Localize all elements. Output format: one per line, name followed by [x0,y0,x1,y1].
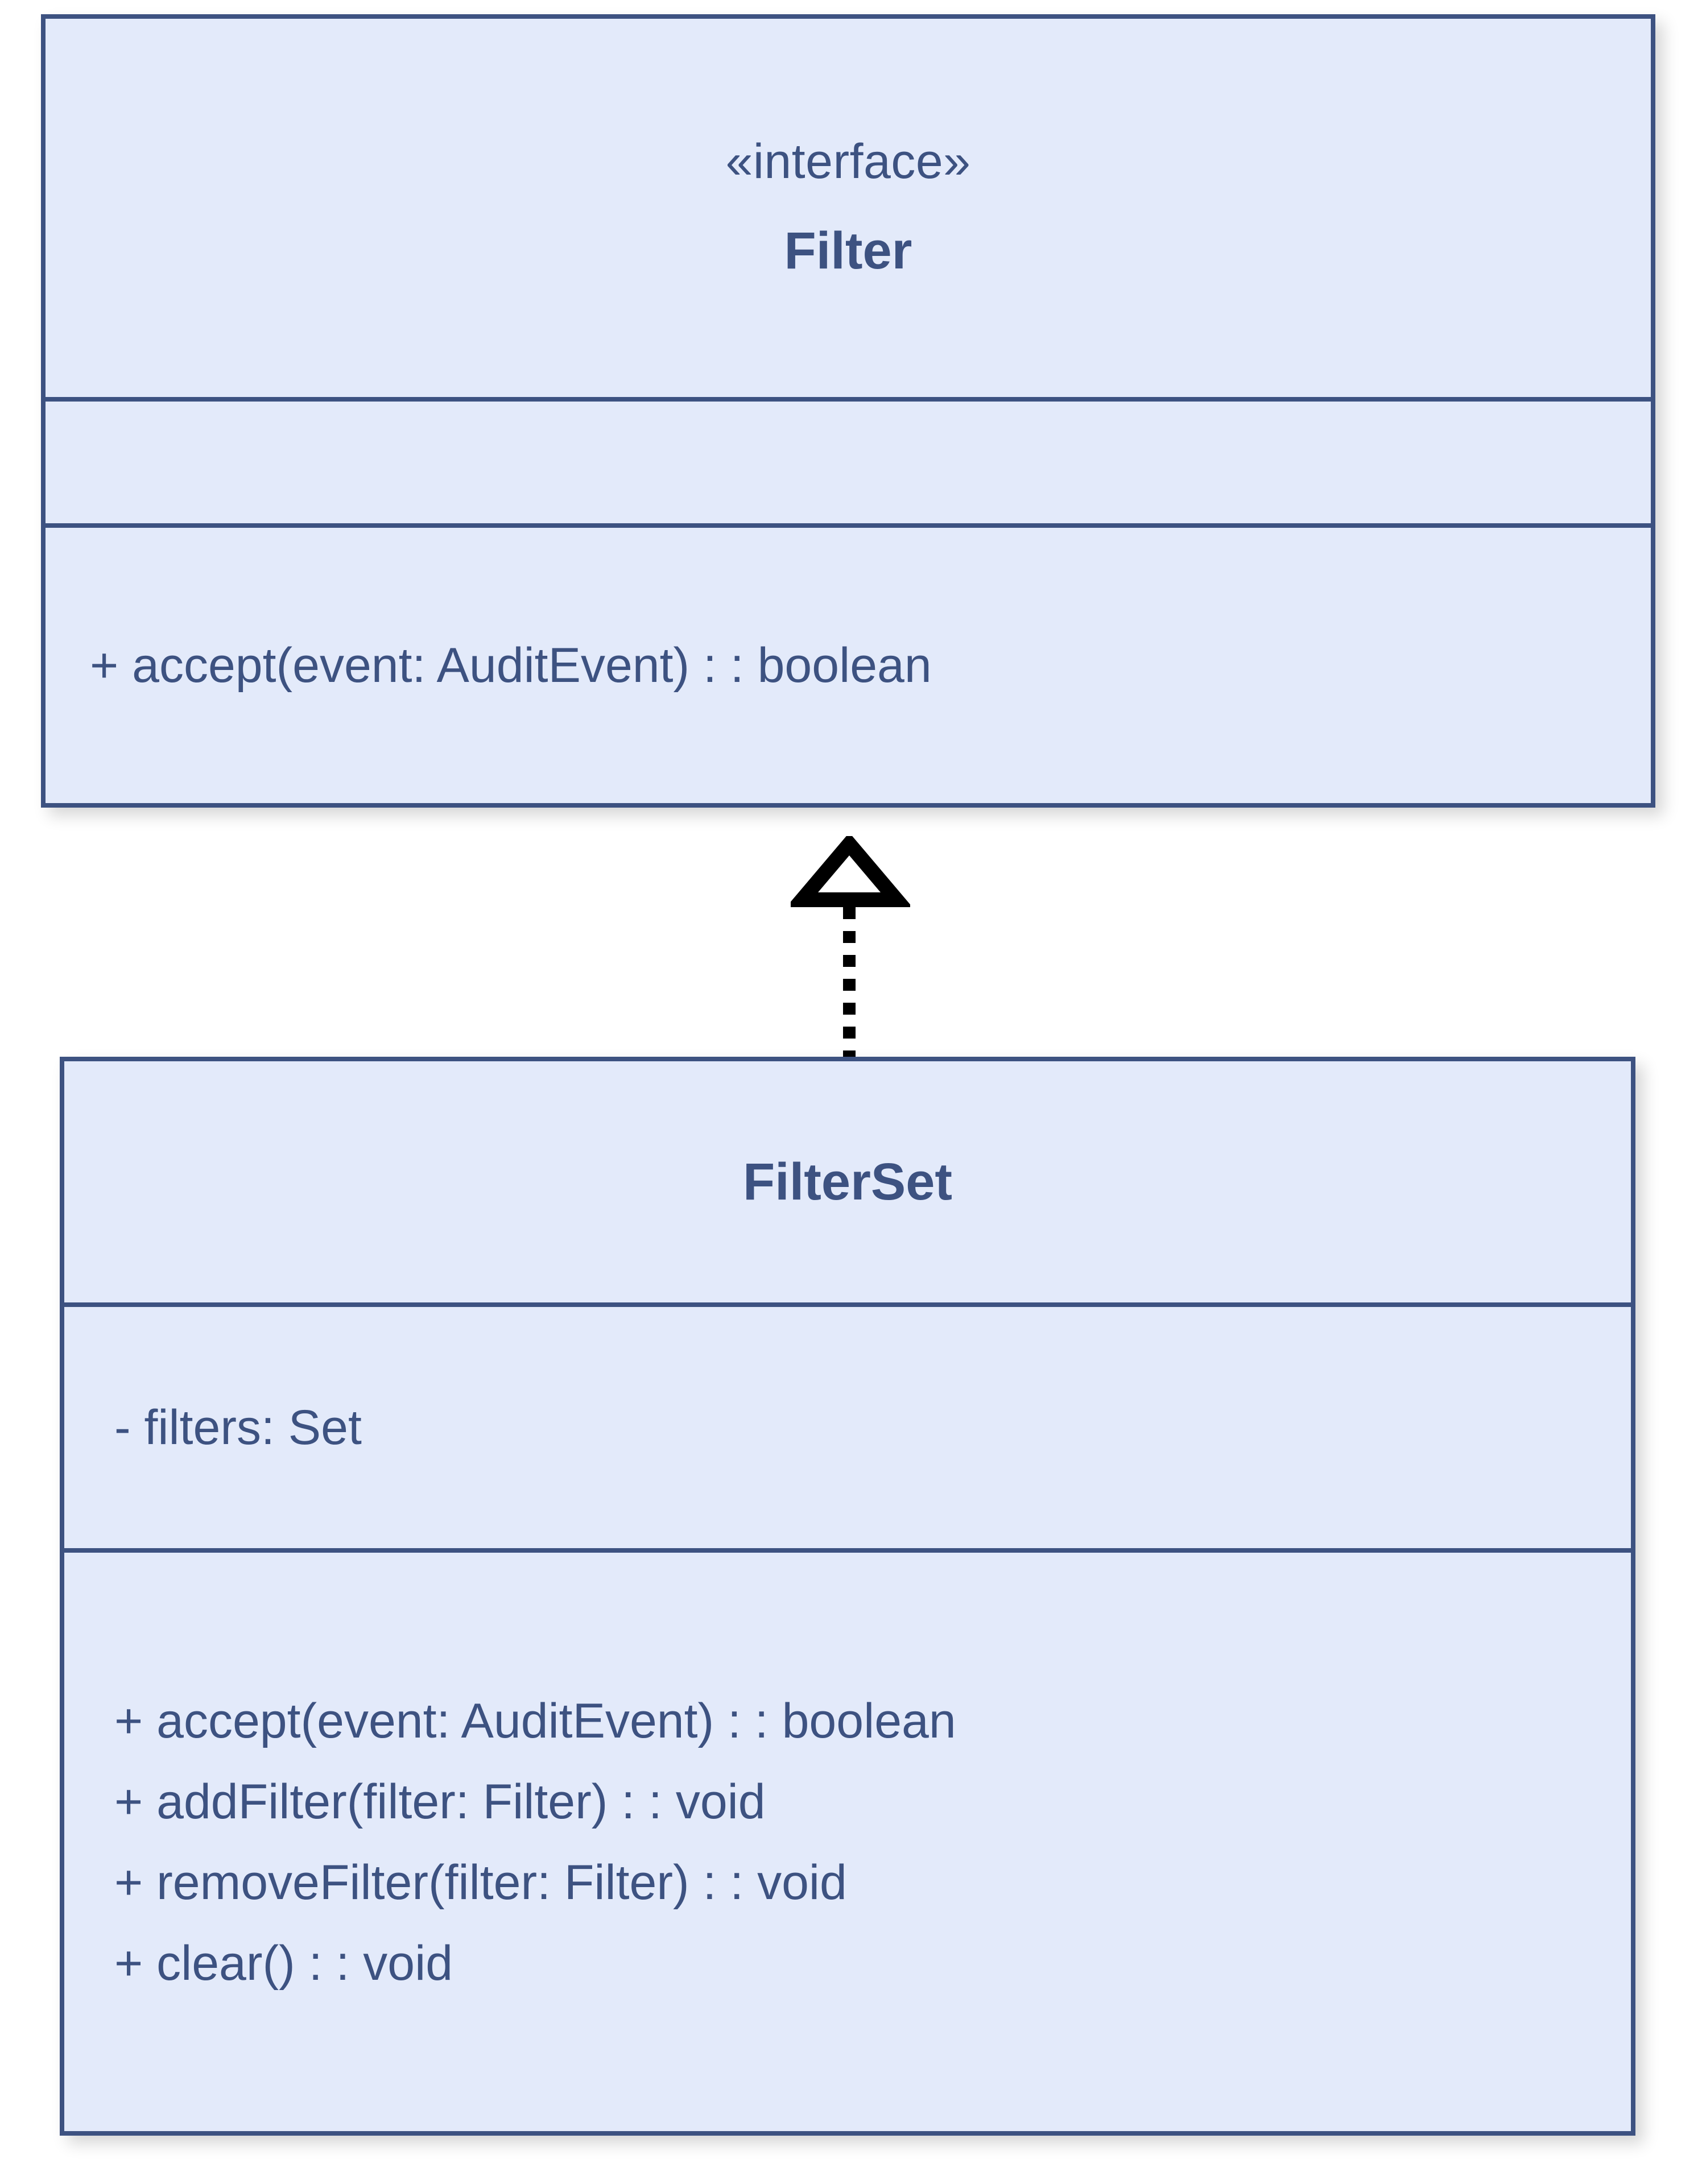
operation-row: + accept(event: AuditEvent) : : boolean [114,1693,956,1748]
class-name-filterset: FilterSet [742,1152,953,1211]
class-stereotype: «interface» [725,134,971,189]
class-name-filter: Filter [784,221,912,280]
class-attributes-filterset: - filters: Set [64,1302,1631,1548]
operation-row: + addFilter(filter: Filter) : : void [114,1774,766,1829]
operation-row: + accept(event: AuditEvent) : : boolean [90,638,932,693]
realization-connector [786,832,913,1064]
class-operations-filterset: + accept(event: AuditEvent) : : boolean … [64,1548,1631,2131]
uml-class-filter[interactable]: «interface» Filter + accept(event: Audit… [41,14,1655,808]
operation-row: + removeFilter(filter: Filter) : : void [114,1855,847,1910]
realization-arrow-icon [786,832,913,1062]
class-header-filter: «interface» Filter [46,19,1651,397]
class-attributes-filter [46,397,1651,523]
attribute-row: - filters: Set [114,1400,362,1455]
uml-class-filterset[interactable]: FilterSet - filters: Set + accept(event:… [60,1057,1635,2136]
class-header-filterset: FilterSet [64,1061,1631,1302]
operation-row: + clear() : : void [114,1935,453,1991]
class-operations-filter: + accept(event: AuditEvent) : : boolean [46,523,1651,803]
hollow-triangle-arrowhead [786,832,913,907]
